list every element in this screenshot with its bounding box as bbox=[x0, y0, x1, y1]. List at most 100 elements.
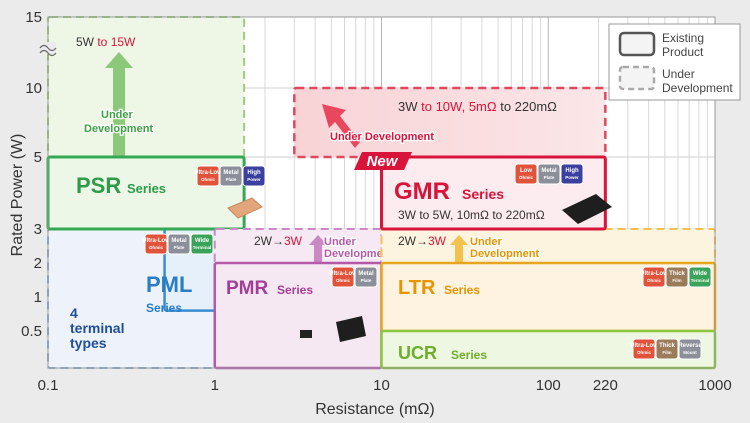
pmr-chip-small bbox=[300, 330, 312, 338]
psr-dev-label-2: Development bbox=[84, 123, 153, 135]
x-tick-label: 0.1 bbox=[38, 377, 59, 394]
pmr-dev-label: Under bbox=[324, 236, 357, 248]
ucr-badge-1-text: Thick bbox=[659, 343, 675, 349]
plot-frame bbox=[47, 16, 716, 369]
y-tick-label: 15 bbox=[25, 9, 42, 26]
pmr-dev-label-2: Development bbox=[324, 248, 393, 260]
psr-badge-1-text: Metal bbox=[223, 170, 239, 176]
ltr-badge-1-text: Film bbox=[672, 278, 681, 283]
psr-suffix: Series bbox=[127, 181, 166, 196]
x-tick-label: 1000 bbox=[698, 377, 731, 394]
psr-badge-0-text: Ultra-Low bbox=[194, 170, 222, 176]
ltr-badge-2-text: Terminal bbox=[691, 278, 709, 283]
ltr-dev-label: Under bbox=[470, 236, 503, 248]
pmr-chip-large bbox=[336, 316, 366, 342]
y-axis-title: Rated Power (W) bbox=[9, 134, 26, 257]
y-tick-label: 0.5 bbox=[21, 323, 42, 340]
ucr-badge-2-text: Reverse bbox=[678, 343, 702, 349]
x-tick-label: 100 bbox=[536, 377, 561, 394]
y-tick-label: 2 bbox=[34, 255, 42, 272]
ucr-suffix: Series bbox=[451, 348, 487, 362]
pmr-badge-0 bbox=[331, 266, 355, 288]
psr-badge-2-text: High bbox=[247, 170, 261, 176]
y-tick-labels: 0.5 1 2 3 5 10 15 bbox=[21, 9, 42, 340]
ucr-badge-0-text: Ultra-Low bbox=[630, 343, 658, 349]
psr-chip-image bbox=[227, 197, 263, 219]
pml-suffix: Series bbox=[146, 301, 182, 315]
new-tag-text: New bbox=[367, 153, 399, 170]
ucr-badge-0-text: Ohmic bbox=[637, 350, 652, 355]
legend-existing-label-2: Product bbox=[662, 45, 704, 59]
legend-existing-swatch bbox=[618, 31, 656, 57]
psr-dev-range-text: 5W to 15W bbox=[76, 35, 136, 49]
ucr-badge-1 bbox=[655, 338, 679, 360]
pml-badge-2-text: Wide bbox=[195, 238, 210, 244]
pml-badge-2-text: Terminal bbox=[193, 245, 211, 250]
ltr-suffix: Series bbox=[444, 283, 480, 297]
ltr-badge-1 bbox=[665, 266, 689, 288]
gmr-badge-0-text: Low bbox=[520, 168, 532, 174]
ltr-dev-label-2: Development bbox=[470, 248, 539, 260]
legend: Existing Product Under Development bbox=[608, 23, 741, 101]
y-tick-label: 5 bbox=[34, 149, 42, 166]
pml-badge-1 bbox=[167, 233, 191, 255]
psr-dev-label: Under bbox=[101, 109, 134, 121]
gmr-badge-0-text: Ohmic bbox=[519, 175, 534, 180]
y-tick-label: 1 bbox=[34, 289, 42, 306]
pmr-badge-0-text: Ohmic bbox=[336, 278, 351, 283]
gmr-badge-2 bbox=[560, 163, 584, 185]
x-tick-label: 220 bbox=[593, 377, 618, 394]
pmr-name: PMR bbox=[226, 278, 269, 299]
ltr-badge-2-text: Wide bbox=[693, 271, 708, 277]
gmr-dev-range-text: 3W to 10W, 5mΩ to 220mΩ bbox=[398, 99, 557, 114]
gmr-badge-1 bbox=[537, 163, 561, 185]
pml-badge-0-text: Ultra-Low bbox=[142, 238, 170, 244]
ltr-name: LTR bbox=[398, 277, 436, 299]
four-terminal-label: 4 bbox=[70, 305, 78, 321]
pml-badge-0-text: Ohmic bbox=[149, 245, 164, 250]
ltr-badge-2 bbox=[688, 266, 712, 288]
new-tag bbox=[354, 152, 412, 170]
psr-badge-0-text: Ohmic bbox=[201, 177, 216, 182]
pmr-suffix: Series bbox=[277, 283, 313, 297]
ucr-badge-2-text: Mount bbox=[683, 350, 697, 355]
gmr-dev-arrow bbox=[322, 104, 360, 148]
x-tick-label: 1 bbox=[211, 377, 219, 394]
y-tick-label: 10 bbox=[25, 80, 42, 97]
ltr-badge-1-text: Thick bbox=[669, 271, 685, 277]
pmr-badge-1-text: Plate bbox=[361, 278, 372, 283]
gmr-badge-1-text: Plate bbox=[544, 175, 555, 180]
x-tick-labels: 0.1 1 10 100 220 1000 bbox=[38, 377, 732, 394]
legend-under-swatch bbox=[618, 65, 656, 91]
psr-badge-1-text: Plate bbox=[226, 177, 237, 182]
gmr-name: GMR bbox=[394, 178, 450, 205]
pmr-dev-range-text: 2W→3W bbox=[254, 234, 303, 248]
pmr-badge-0-text: Ultra-Low bbox=[329, 271, 357, 277]
pml-badge-1-text: Metal bbox=[171, 238, 187, 244]
psr-badge-2-text: Power bbox=[247, 177, 261, 182]
psr-badge-0 bbox=[196, 165, 220, 187]
four-terminal-label: terminal bbox=[70, 320, 124, 336]
psr-badge-1 bbox=[219, 165, 243, 187]
pmr-badge-1-text: Metal bbox=[358, 271, 374, 277]
ucr-badge-2 bbox=[678, 338, 702, 360]
ucr-badge-1-text: Film bbox=[662, 350, 671, 355]
y-tick-label: 3 bbox=[34, 221, 42, 238]
x-axis-title: Resistance (mΩ) bbox=[315, 401, 435, 418]
ltr-dev-arrow bbox=[450, 235, 468, 263]
gmr-dev-label: Under Development bbox=[330, 131, 434, 143]
x-tick-label: 10 bbox=[373, 377, 390, 394]
pmr-dev-arrow bbox=[309, 235, 327, 263]
psr-badge-2 bbox=[242, 165, 266, 187]
ltr-badge-0-text: Ohmic bbox=[647, 278, 662, 283]
gmr-badge-2-text: High bbox=[565, 168, 579, 174]
legend-under-label-2: Development bbox=[662, 81, 733, 95]
legend-under-label: Under bbox=[662, 67, 695, 81]
ltr-badge-0-text: Ultra-Low bbox=[640, 271, 668, 277]
gmr-badge-1-text: Metal bbox=[541, 168, 557, 174]
gmr-badge-0 bbox=[514, 163, 538, 185]
gmr-badge-2-text: Power bbox=[565, 175, 579, 180]
psr-dev-arrow bbox=[105, 52, 133, 157]
